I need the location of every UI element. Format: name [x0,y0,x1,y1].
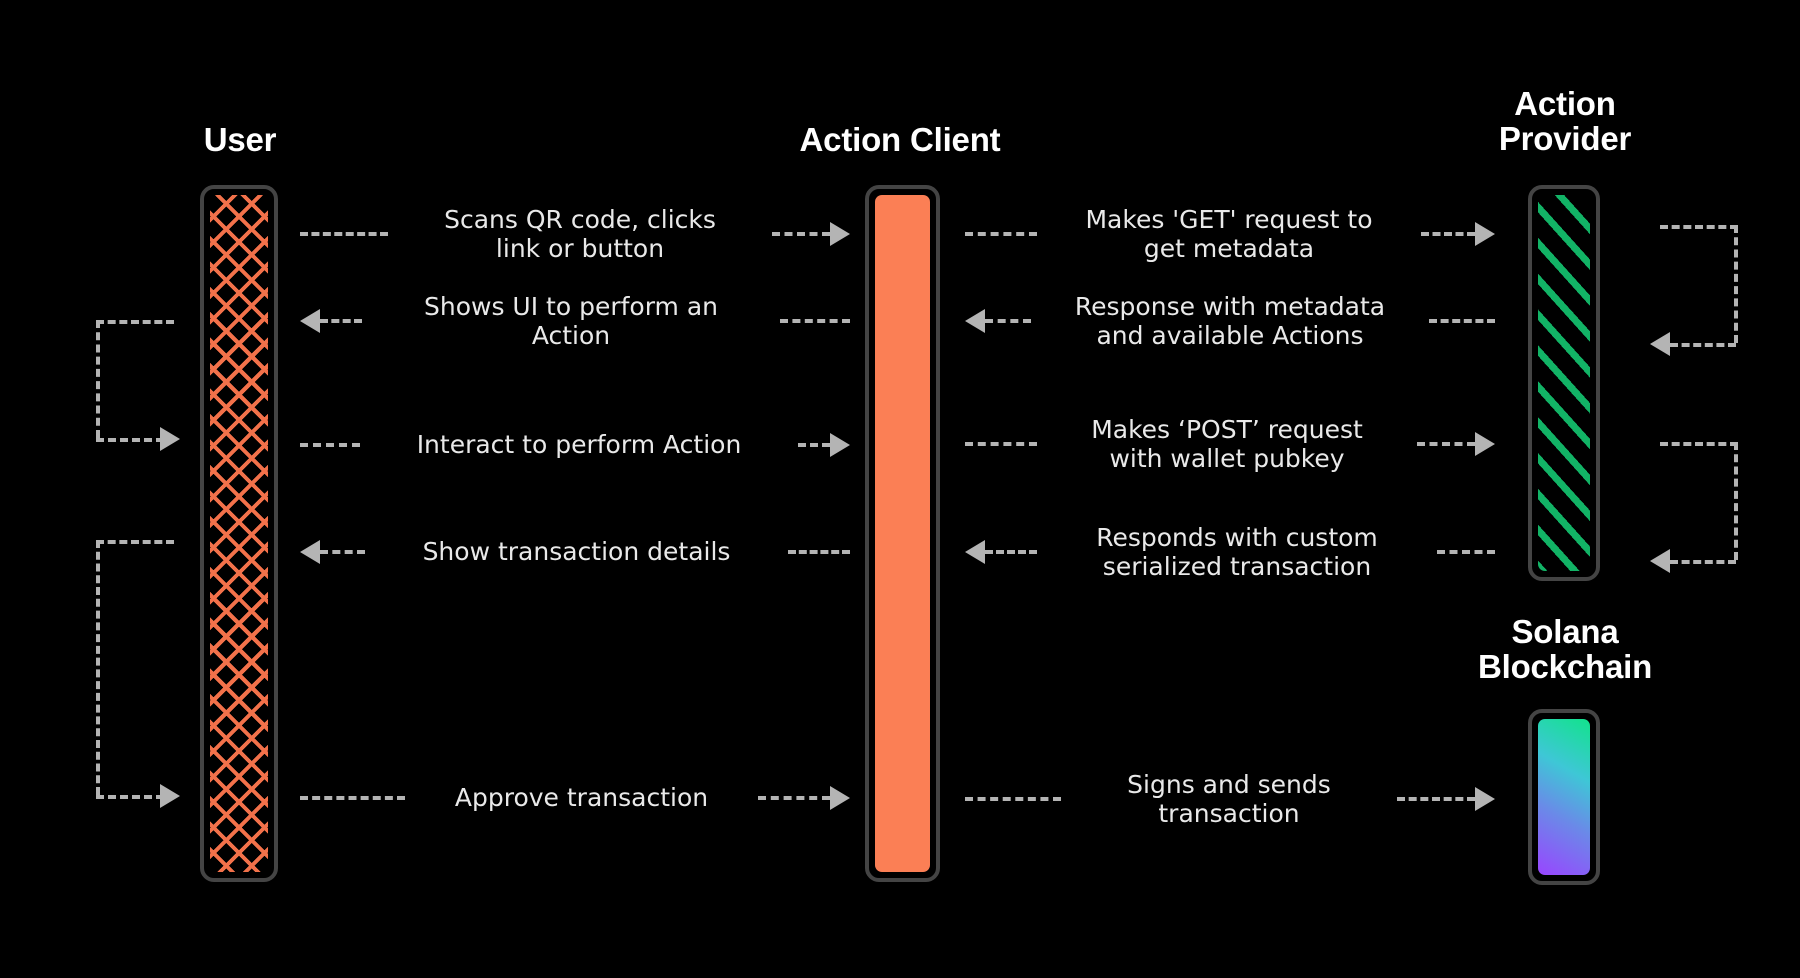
arrowhead-left-icon [1650,332,1670,356]
dash-segment [965,232,1037,236]
actor-title-solana-blockchain: Solana Blockchain [1477,613,1653,685]
dash-segment [798,442,830,447]
arrowhead-right-icon [830,785,850,810]
message-show-transaction-details: Show transaction details [300,537,850,566]
dash-segment [320,319,362,323]
message-get-request: Makes 'GET' request to get metadata [965,205,1495,263]
arrowhead-right-icon [160,784,180,808]
message-signs-sends-transaction: Signs and sends transaction [965,770,1495,828]
arrowhead-left-icon [1650,549,1670,573]
lifeline-solana-gradient-fill [1538,719,1590,875]
loop-top-segment [1660,442,1738,446]
message-scans-qr: Scans QR code, clicks link or button [300,205,850,263]
lifeline-action-client-fill [875,195,930,872]
dash-segment [300,442,360,447]
message-label: Responds with custom serialized transact… [1096,523,1378,581]
dash-segment [772,232,830,236]
dash-segment [758,795,830,800]
arrowhead-right-icon [160,427,180,451]
actor-title-user: User [203,121,277,158]
dash-segment [985,550,1037,554]
message-label: Signs and sends transaction [1127,770,1331,828]
lifeline-action-client [865,185,940,882]
message-label: Scans QR code, clicks link or button [444,205,716,263]
loop-top-segment [96,320,174,324]
arrowhead-right-icon [1475,222,1495,246]
dash-segment [780,319,850,323]
actor-title-action-client: Action Client [799,121,1001,158]
dash-segment [788,549,850,554]
dash-segment [965,442,1037,446]
arrowhead-left-icon [965,540,985,564]
message-label: Response with metadata and available Act… [1074,292,1386,350]
dash-segment [1437,550,1495,554]
loop-side-segment [96,540,100,795]
message-interact-action: Interact to perform Action [300,430,850,459]
loop-bottom-segment [1670,343,1736,347]
dash-segment [1421,232,1475,236]
message-label: Shows UI to perform an Action [423,292,719,350]
lifeline-action-provider [1528,185,1600,581]
lifeline-user [200,185,278,882]
message-shows-ui: Shows UI to perform an Action [300,292,850,350]
message-responds-serialized-transaction: Responds with custom serialized transact… [965,523,1495,581]
arrowhead-left-icon [300,309,320,333]
dash-segment [1397,797,1475,801]
arrowhead-right-icon [830,222,850,246]
loop-bottom-segment [96,795,164,799]
message-label: Makes 'GET' request to get metadata [1085,205,1373,263]
self-loop-provider-1 [1630,225,1740,356]
message-approve-transaction: Approve transaction [300,783,850,812]
arrowhead-right-icon [1475,432,1495,456]
dash-segment [300,795,405,800]
dash-segment [320,549,365,554]
loop-top-segment [1660,225,1738,229]
message-post-request: Makes ‘POST’ request with wallet pubkey [965,415,1495,473]
arrowhead-left-icon [300,539,320,564]
loop-top-segment [96,540,174,544]
arrowhead-left-icon [965,309,985,333]
dash-segment [965,797,1061,801]
loop-bottom-segment [96,438,164,442]
arrowhead-right-icon [830,432,850,457]
loop-side-segment [1734,225,1738,343]
lifeline-user-hatch-fill [210,195,268,872]
loop-side-segment [96,320,100,438]
dash-segment [300,232,388,236]
message-response-metadata: Response with metadata and available Act… [965,292,1495,350]
self-loop-user-1 [96,320,206,451]
message-label: Makes ‘POST’ request with wallet pubkey [1091,415,1363,473]
message-label: Interact to perform Action [416,430,742,459]
actor-title-action-provider: Action Provider [1498,85,1632,157]
lifeline-solana-blockchain [1528,709,1600,885]
self-loop-provider-2 [1630,442,1740,573]
self-loop-user-2 [96,540,206,808]
dash-segment [1417,442,1475,446]
loop-side-segment [1734,442,1738,560]
loop-bottom-segment [1670,560,1736,564]
lifeline-action-provider-stripes [1538,195,1590,571]
message-label: Show transaction details [422,537,731,566]
dash-segment [1429,319,1495,323]
message-label: Approve transaction [454,783,709,812]
dash-segment [985,319,1031,323]
arrowhead-right-icon [1475,787,1495,811]
